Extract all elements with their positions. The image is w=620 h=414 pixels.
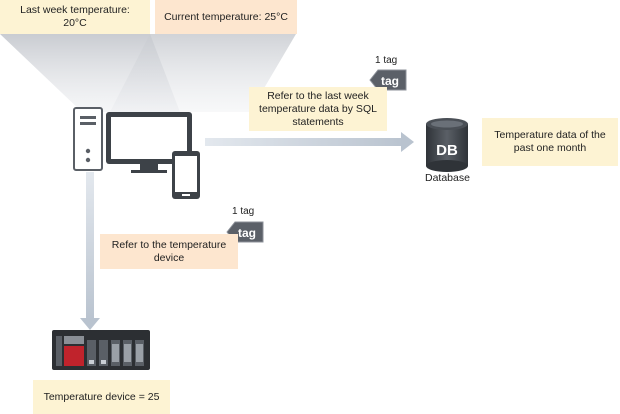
device-value-label: Temperature device = 25 — [33, 380, 170, 414]
last-week-temperature-label: Last week temperature: 20°C — [0, 0, 150, 34]
temperature-device-icon — [52, 330, 150, 370]
sql-refer-label: Refer to the last week temperature data … — [249, 87, 387, 131]
database-label: Database — [425, 172, 470, 184]
month-data-label: Temperature data of the past one month — [482, 118, 618, 166]
current-temperature-label: Current temperature: 25°C — [155, 0, 297, 34]
arrow-to-device — [80, 172, 100, 330]
tag-badge-top-text: tag — [381, 74, 399, 88]
tag-count-bottom: 1 tag — [232, 206, 255, 217]
device-refer-label: Refer to the temperature device — [100, 234, 238, 269]
db-icon-text: DB — [436, 142, 458, 159]
arrow-to-database — [205, 132, 414, 152]
monitor-icon — [106, 112, 192, 173]
pc-tower-icon — [73, 107, 103, 171]
tag-count-top: 1 tag — [375, 55, 398, 66]
smartphone-icon — [172, 151, 200, 199]
database-icon — [426, 118, 468, 172]
tag-badge-bottom-text: tag — [238, 226, 256, 240]
